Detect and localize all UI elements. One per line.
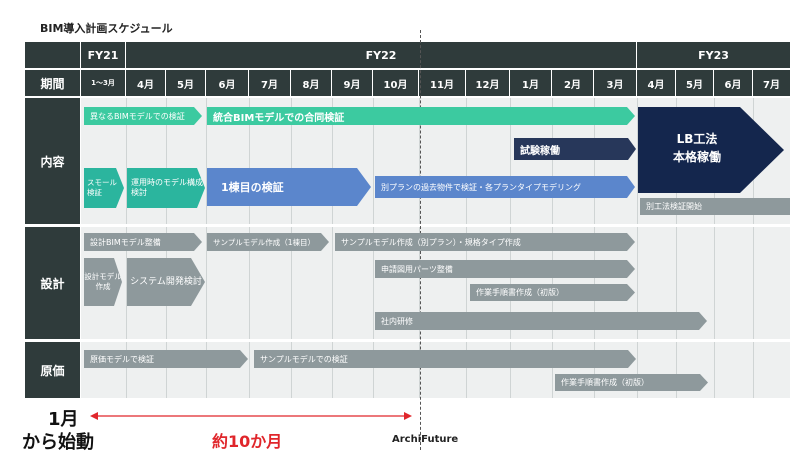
month-header: 3月: [594, 70, 636, 96]
section-sekkei-label: 設計: [25, 227, 80, 339]
month-header: 5月: [166, 70, 205, 96]
bar-different-bim-verification: 異なるBIMモデルでの検証: [84, 107, 202, 125]
grid-line: [205, 342, 207, 398]
bar-cost-model-verification: 原価モデルで検証: [84, 350, 248, 368]
grid-line: [125, 342, 127, 398]
month-header: 7月: [753, 70, 790, 96]
grid-line: [713, 342, 715, 398]
grid-line: [551, 227, 553, 339]
month-header: 2月: [552, 70, 593, 96]
grid-line: [636, 342, 638, 398]
grid-line: [205, 227, 207, 339]
grid-line: [509, 342, 511, 398]
grid-line: [290, 98, 292, 224]
header-blank: [25, 42, 80, 68]
grid-line: [675, 342, 677, 398]
grid-line: [331, 227, 333, 339]
bar-small-verification: スモール検証: [84, 168, 124, 208]
month-header: 5月: [676, 70, 713, 96]
grid-line: [248, 342, 250, 398]
fy22-header: FY22: [126, 42, 636, 68]
grid-line: [248, 98, 250, 224]
lb-method-text: LB工法: [676, 132, 718, 146]
grid-line: [465, 98, 467, 224]
start-text: から始動: [22, 432, 94, 453]
month-header: 1月: [510, 70, 551, 96]
grid-line: [752, 342, 754, 398]
grid-line: [372, 342, 374, 398]
grid-line: [418, 227, 420, 339]
month-header: 11月: [419, 70, 465, 96]
bar-other-method-start: 別工法検証開始: [640, 198, 790, 215]
bar-sample-model-other-plan: サンプルモデル作成（別プラン）・規格タイプ作成: [335, 233, 635, 251]
grid-line: [509, 98, 511, 224]
grid-line: [205, 98, 207, 224]
month-header: 9月: [332, 70, 372, 96]
month-header: 4月: [126, 70, 165, 96]
grid-line: [465, 227, 467, 339]
section-genka-label: 原価: [25, 342, 80, 398]
grid-line: [465, 342, 467, 398]
section-naiyou-label: 内容: [25, 98, 80, 224]
grid-line: [418, 342, 420, 398]
bar-integrated-bim-verification: 統合BIMモデルでの合同検証: [207, 107, 635, 125]
grid-line: [593, 98, 595, 224]
fy21-header: FY21: [81, 42, 125, 68]
duration-arrow: [90, 412, 412, 420]
grid-line: [125, 227, 127, 339]
bar-lb-full-operation-label: LB工法 本格稼働: [652, 130, 742, 166]
bar-work-manual-design: 作業手順書作成（初版）: [470, 284, 635, 301]
bar-application-parts: 申請図用パーツ整備: [375, 260, 635, 278]
bar-first-building-verification: 1棟目の検証: [207, 168, 371, 206]
duration-text: 約10か月: [212, 432, 283, 451]
grid-line: [290, 227, 292, 339]
grid-line: [593, 342, 595, 398]
bar-work-manual-cost: 作業手順書作成（初版）: [555, 374, 708, 391]
month-header: 6月: [714, 70, 752, 96]
month-header: 4月: [637, 70, 675, 96]
bar-internal-training: 社内研修: [375, 312, 707, 330]
month-header: 7月: [249, 70, 290, 96]
grid-line: [248, 227, 250, 339]
grid-line: [372, 98, 374, 224]
grid-line: [713, 227, 715, 339]
grid-line: [372, 227, 374, 339]
bar-design-model-creation: 設計モデル作成: [84, 258, 122, 306]
grid-line: [551, 98, 553, 224]
grid-line: [509, 227, 511, 339]
grid-line: [752, 227, 754, 339]
bar-sample-model-cost: サンプルモデルでの検証: [254, 350, 636, 368]
grid-line: [551, 342, 553, 398]
bar-trial-operation: 試験稼働: [514, 138, 636, 160]
period-label: 期間: [25, 70, 80, 96]
grid-line: [636, 227, 638, 339]
grid-line: [418, 98, 420, 224]
month-header: 8月: [291, 70, 331, 96]
grid-line: [125, 98, 127, 224]
bar-sample-model-first: サンプルモデル作成（1棟目）: [207, 233, 329, 251]
grid-line: [331, 342, 333, 398]
chart-title: BIM導入計画スケジュール: [40, 22, 173, 35]
grid-line: [165, 98, 167, 224]
bar-operational-model-study: 運用時のモデル構成検討: [127, 168, 205, 208]
grid-line: [675, 227, 677, 339]
grid-line: [331, 98, 333, 224]
full-operation-text: 本格稼働: [672, 150, 721, 164]
grid-line: [290, 342, 292, 398]
month-header: 10月: [373, 70, 418, 96]
bar-other-plan-modeling: 別プランの過去物件で検証・各プランタイプモデリング: [375, 176, 635, 198]
grid-line: [636, 98, 638, 224]
start-month-text: 1月: [48, 409, 79, 430]
archifuture-logo: ArchiFuture: [392, 434, 459, 445]
grid-line: [165, 342, 167, 398]
fy23-header: FY23: [637, 42, 790, 68]
month-header: 12月: [466, 70, 509, 96]
bar-system-development: システム開発検討: [127, 258, 205, 306]
bar-design-bim-model: 設計BIMモデル整備: [84, 233, 202, 251]
month-header: 6月: [206, 70, 248, 96]
grid-line: [593, 227, 595, 339]
month-header: 1～3月: [81, 70, 125, 96]
